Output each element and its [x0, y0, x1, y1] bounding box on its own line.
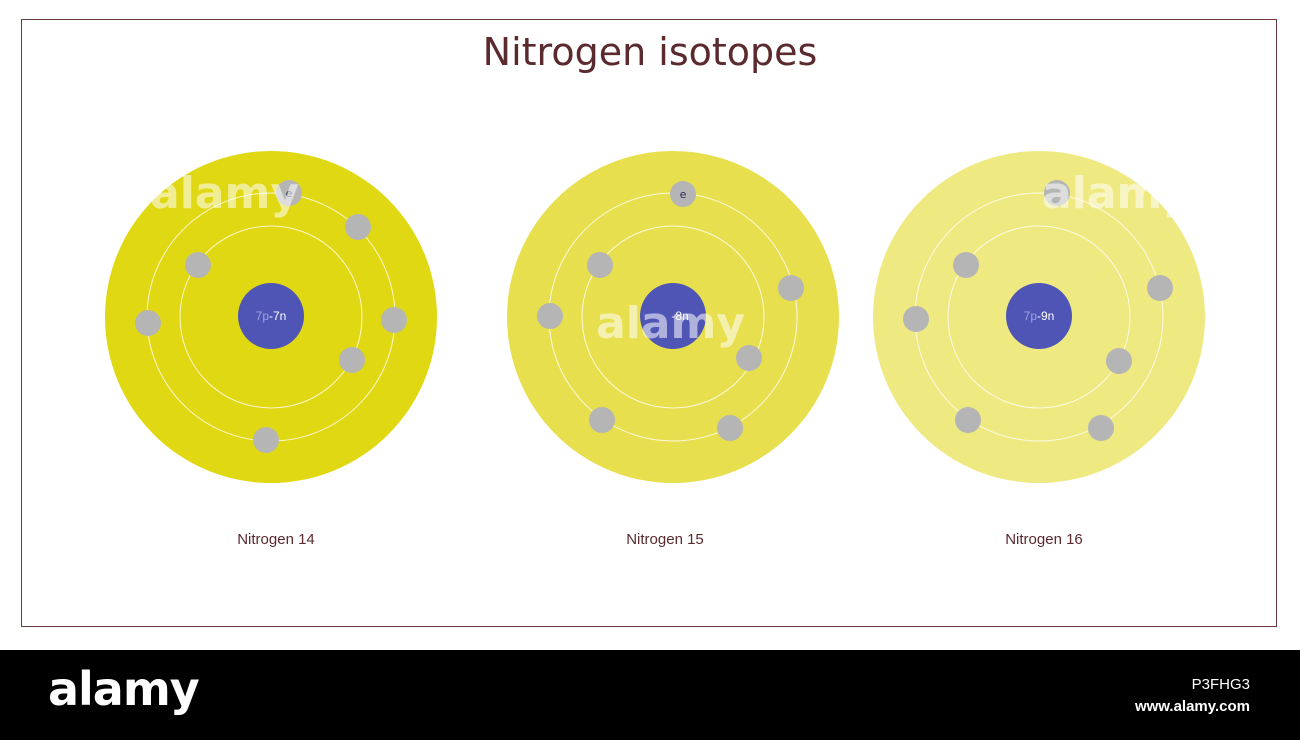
watermark: alamy [596, 298, 745, 349]
electron [276, 180, 302, 206]
inner-orbit-3 [947, 225, 1131, 409]
nucleus-label-3: 7p-9n [1024, 309, 1055, 323]
neutron-count-1: -7n [269, 309, 286, 323]
neutron-count-3: -9n [1037, 309, 1054, 323]
electron-label-2: e [680, 188, 687, 201]
nucleus-label-2: -8n [671, 309, 688, 323]
electron [1044, 180, 1070, 206]
electron [1088, 415, 1114, 441]
nucleus-2 [640, 283, 706, 349]
electron [253, 427, 279, 453]
electron [1106, 348, 1132, 374]
nucleus-1 [238, 283, 304, 349]
proton-count-3: 7p [1024, 309, 1038, 323]
nucleus-3 [1006, 283, 1072, 349]
electron [717, 415, 743, 441]
footer-url: www.alamy.com [1134, 698, 1250, 715]
electron [903, 306, 929, 332]
electron [953, 252, 979, 278]
electron [185, 252, 211, 278]
electron [589, 407, 615, 433]
electron [339, 347, 365, 373]
electron [135, 310, 161, 336]
atom-nitrogen-15: -8n e [507, 151, 839, 483]
watermark: alamy [1042, 168, 1191, 219]
neutron-count-2: -8n [671, 309, 688, 323]
electron [345, 214, 371, 240]
inner-orbit-1 [179, 225, 363, 409]
electron [537, 303, 563, 329]
diagram-title: Nitrogen isotopes [482, 30, 818, 74]
atom-nitrogen-14: 7p-7n e [105, 151, 437, 483]
electron [1147, 275, 1173, 301]
footer-logo: alamy [48, 662, 200, 716]
inner-orbit-2 [581, 225, 765, 409]
atoms-canvas: 7p-7n e -8n e 7p-9n [105, 151, 1205, 483]
electron [587, 252, 613, 278]
electron [381, 307, 407, 333]
caption-nitrogen-14: Nitrogen 14 [237, 531, 315, 548]
footer-image-id: P3FHG3 [1191, 676, 1250, 693]
electron [736, 345, 762, 371]
electron [955, 407, 981, 433]
electron-label-1: e [286, 187, 293, 200]
caption-nitrogen-16: Nitrogen 16 [1005, 531, 1083, 548]
proton-count-1: 7p [256, 309, 270, 323]
footer-bar [0, 650, 1300, 740]
electron [670, 181, 696, 207]
watermark: alamy [150, 168, 299, 219]
atom-nitrogen-16: 7p-9n [873, 151, 1205, 483]
caption-nitrogen-15: Nitrogen 15 [626, 531, 704, 548]
electron [778, 275, 804, 301]
nucleus-label-1: 7p-7n [256, 309, 287, 323]
